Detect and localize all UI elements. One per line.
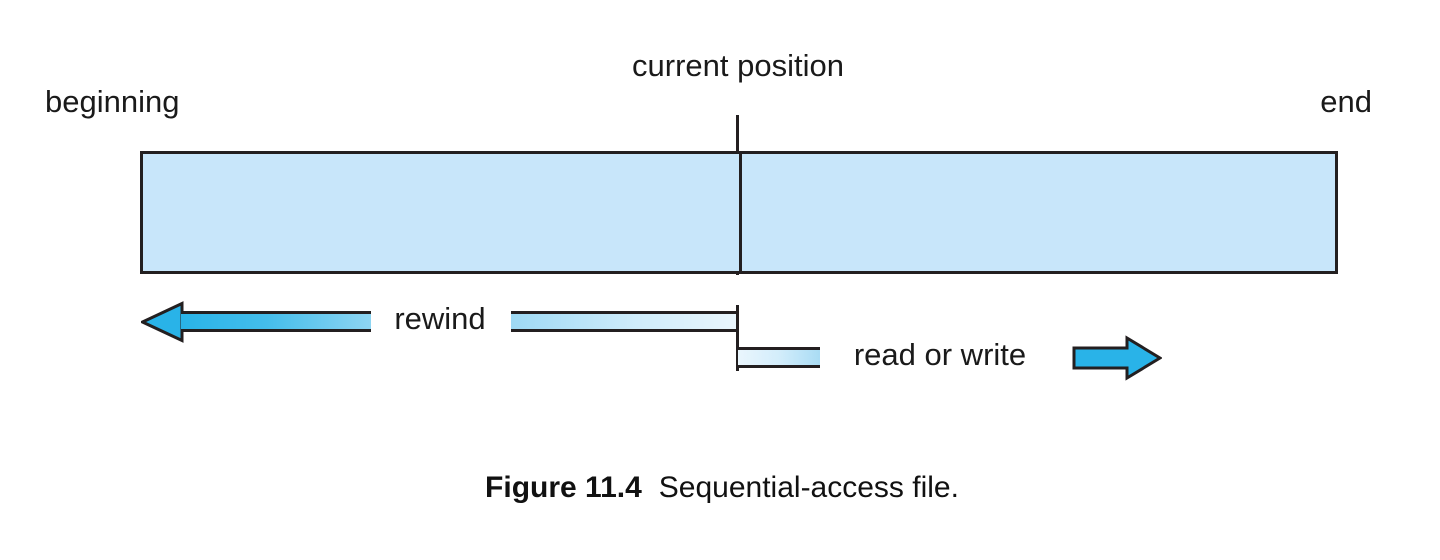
figure-caption: Figure 11.4 Sequential-access file. bbox=[485, 473, 959, 503]
file-body-rectangle bbox=[140, 151, 1338, 274]
label-end: end bbox=[1320, 84, 1372, 119]
rewind-shaft-left bbox=[181, 311, 371, 332]
label-read-or-write: read or write bbox=[853, 337, 1027, 372]
figure-caption-text: Sequential-access file. bbox=[658, 471, 959, 504]
rewind-shaft-right bbox=[511, 311, 739, 332]
read-write-shaft-left bbox=[738, 347, 820, 368]
label-beginning: beginning bbox=[45, 84, 180, 119]
figure-caption-number: Figure 11.4 bbox=[485, 471, 642, 504]
file-box-position-divider bbox=[739, 151, 742, 274]
arrow-left-icon bbox=[141, 301, 184, 343]
position-elbow-connector bbox=[736, 305, 739, 371]
label-rewind: rewind bbox=[394, 301, 486, 336]
arrow-right-icon bbox=[1072, 335, 1162, 381]
label-current-position: current position bbox=[632, 48, 844, 83]
